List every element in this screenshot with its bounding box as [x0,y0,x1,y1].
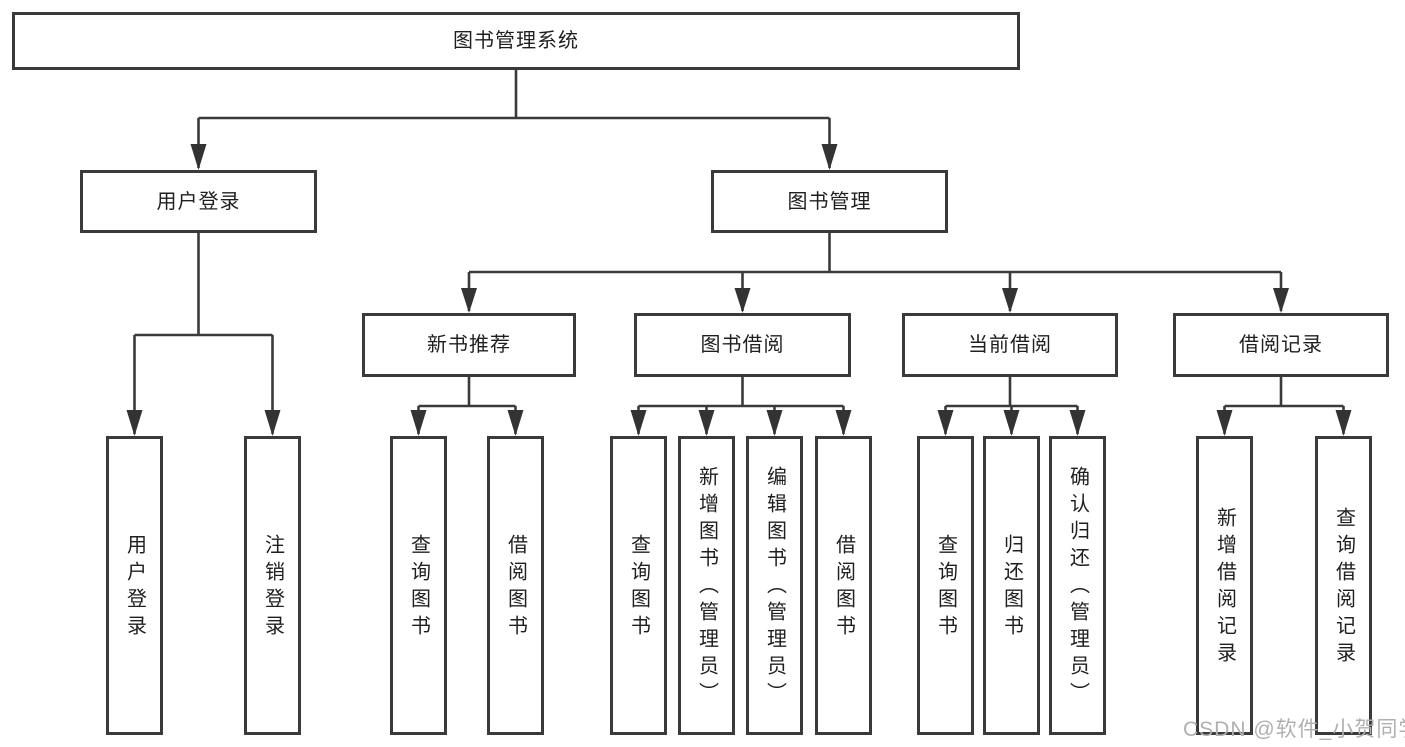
node-leaf-recommend-query-books: 查询图书 [390,436,447,735]
node-user-login: 用户登录 [80,170,317,233]
node-leaf-logout: 注销登录 [244,436,301,735]
node-book-management: 图书管理 [711,170,948,233]
node-current-borrowing: 当前借阅 [902,313,1118,377]
node-leaf-borrowing-query-books: 查询图书 [610,436,667,735]
csdn-watermark: CSDN @软件_小贺同学 [1183,718,1405,741]
node-leaf-user-login: 用户登录 [106,436,163,735]
node-leaf-current-confirm-return-admin: 确认归还（管理员） [1049,436,1106,735]
node-new-book-recommend: 新书推荐 [362,313,576,377]
node-leaf-borrowing-edit-books-admin: 编辑图书（管理员） [746,436,803,735]
node-leaf-current-return-books: 归还图书 [983,436,1040,735]
node-leaf-records-query-record: 查询借阅记录 [1315,436,1372,735]
node-leaf-borrowing-borrow-books: 借阅图书 [815,436,872,735]
node-leaf-records-add-record: 新增借阅记录 [1196,436,1253,735]
node-leaf-recommend-borrow-books: 借阅图书 [487,436,544,735]
node-library-management-system: 图书管理系统 [12,12,1020,70]
node-leaf-borrowing-add-books-admin: 新增图书（管理员） [678,436,735,735]
node-leaf-current-query-books: 查询图书 [917,436,974,735]
node-book-borrowing: 图书借阅 [634,313,851,377]
node-borrowing-records: 借阅记录 [1173,313,1389,377]
